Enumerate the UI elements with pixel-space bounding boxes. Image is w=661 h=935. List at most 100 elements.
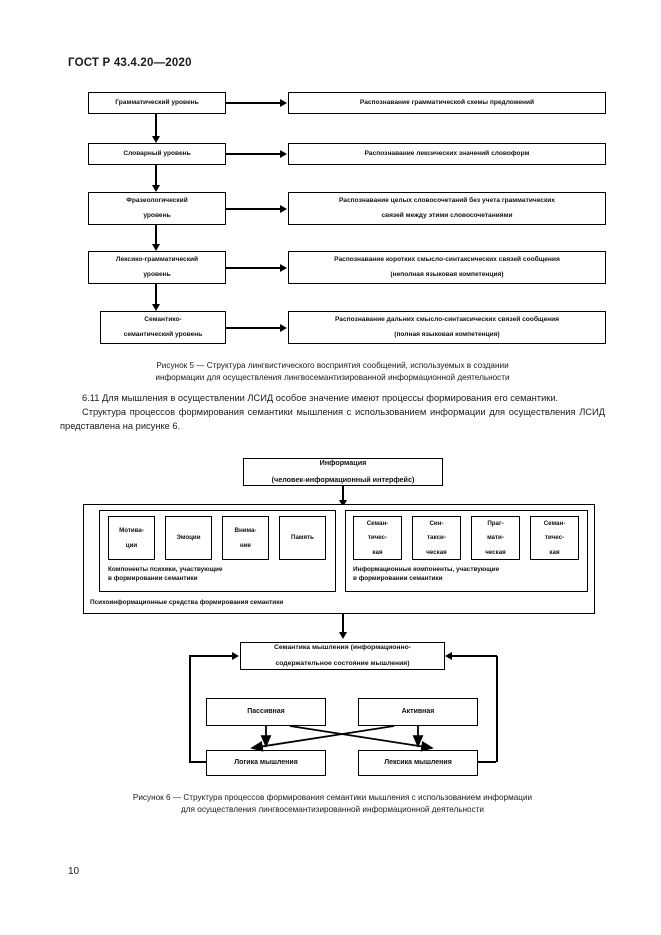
semantics-line-2: содержательное состояние мышления) bbox=[275, 660, 410, 667]
semantics-line-1: Семантика мышления (информационно- bbox=[273, 643, 412, 651]
psyche-group-caption: Компоненты психики, участвующие в формир… bbox=[108, 566, 328, 583]
connector-h-1 bbox=[226, 102, 281, 104]
feedback-left-hline-bottom bbox=[189, 761, 209, 763]
level-box-grammatical: Грамматический уровень bbox=[88, 92, 226, 114]
paragraph-line-2: семантики. bbox=[510, 393, 559, 403]
result-box-lexico-grammatical: Распознавание коротких смысло-синтаксиче… bbox=[288, 251, 606, 284]
connector-v-2 bbox=[155, 165, 157, 187]
arrow-down-1 bbox=[152, 136, 160, 143]
connector-h-5 bbox=[226, 327, 281, 329]
arrow-down-3 bbox=[152, 244, 160, 251]
arrow-into-semantics-left bbox=[232, 652, 239, 660]
result-box-vocabulary: Распознавание лексических значений слово… bbox=[288, 143, 606, 165]
item-line-1: Мотива- bbox=[119, 527, 144, 535]
feedback-right-hline-bottom bbox=[476, 761, 496, 763]
item-line-1: Память bbox=[291, 534, 314, 542]
label-line-2: уровень bbox=[143, 212, 171, 220]
connector-v-3 bbox=[155, 225, 157, 246]
item-line-1: Семан- bbox=[543, 519, 566, 527]
output-label: Лексика мышления bbox=[384, 758, 452, 766]
connector-frame-down bbox=[342, 614, 344, 634]
feedback-left-hline-top bbox=[189, 655, 237, 657]
label-line-1: Семантико- bbox=[144, 315, 182, 323]
arrow-right-5 bbox=[280, 324, 287, 332]
label-line-2: семантический уровень bbox=[123, 331, 203, 339]
figure-5-diagram: Грамматический уровень Распознавание гра… bbox=[0, 0, 661, 355]
paragraph-line-1: 6.11 Для мышления в осуществлении ЛСИД о… bbox=[82, 393, 508, 403]
info-line-1: Информация bbox=[319, 458, 367, 468]
result-box-grammatical: Распознавание грамматической схемы предл… bbox=[288, 92, 606, 114]
connector-info-down bbox=[342, 486, 344, 502]
info-item-semantic: Семан- тичес- кая bbox=[353, 516, 402, 560]
result-line-1: Распознавание коротких смысло-синтаксиче… bbox=[334, 255, 560, 263]
item-line-1: Эмоции bbox=[176, 534, 201, 542]
item-line-2: мати- bbox=[487, 534, 504, 542]
psychoinformation-frame-label: Психоинформационные средства формировани… bbox=[90, 599, 520, 608]
state-label: Активная bbox=[401, 707, 435, 715]
item-line-2: тичес- bbox=[544, 534, 565, 542]
item-line-3: ческая bbox=[426, 548, 447, 556]
arrow-right-1 bbox=[280, 99, 287, 107]
output-box-lexis: Лексика мышления bbox=[358, 750, 478, 776]
paragraph-structure: Структура процессов формирования семанти… bbox=[60, 406, 605, 434]
result-box-semantic: Распознавание дальних смысло-синтаксичес… bbox=[288, 311, 606, 344]
arrow-passive-to-lexis bbox=[289, 725, 434, 752]
item-line-1: Внима- bbox=[234, 527, 257, 535]
result-line-1: Распознавание целых словосочетаний без у… bbox=[339, 196, 555, 204]
caption-line-1: Рисунок 5 — Структура лингвистического в… bbox=[156, 361, 509, 370]
caption-line-1: Рисунок 6 — Структура процессов формиров… bbox=[132, 793, 533, 802]
label-line-1: Лексико-грамматический bbox=[115, 255, 199, 263]
crossing-arrows-group bbox=[250, 725, 434, 752]
state-box-passive: Пассивная bbox=[206, 698, 326, 726]
feedback-right-vline bbox=[496, 656, 498, 762]
info-item-syntactic: Син- такси- ческая bbox=[412, 516, 461, 560]
label-line-2: уровень bbox=[143, 271, 171, 279]
connector-h-4 bbox=[226, 267, 281, 269]
caption-line-1: Информационные компоненты, участвующие bbox=[353, 566, 500, 573]
psyche-item-memory: Память bbox=[279, 516, 326, 560]
state-box-active: Активная bbox=[358, 698, 478, 726]
state-label: Пассивная bbox=[247, 707, 285, 715]
connector-h-2 bbox=[226, 153, 281, 155]
caption-line-2: для осуществления лингвосемантизированно… bbox=[181, 804, 484, 814]
item-line-1: Праг- bbox=[487, 519, 504, 527]
result-line-1: Распознавание дальних смысло-синтаксичес… bbox=[334, 315, 560, 323]
arrow-right-4 bbox=[280, 264, 287, 272]
output-label: Логика мышления bbox=[234, 758, 298, 766]
arrow-down-semantics bbox=[339, 632, 347, 639]
output-box-logic: Логика мышления bbox=[206, 750, 326, 776]
result-line-2: (полная языковая компетенция) bbox=[394, 331, 500, 339]
arrow-down-4 bbox=[152, 304, 160, 311]
caption-line-2: в формировании семантики bbox=[108, 574, 198, 582]
arrow-right-3 bbox=[280, 205, 287, 213]
caption-line-1: Компоненты психики, участвующие bbox=[108, 566, 223, 573]
item-line-1: Син- bbox=[429, 519, 444, 527]
item-line-2: ции bbox=[125, 541, 138, 549]
psyche-item-motivation: Мотива- ции bbox=[108, 516, 155, 560]
figure-6-diagram: Информация (человек-информационный интер… bbox=[0, 446, 661, 791]
feedback-right-hline-top bbox=[449, 655, 497, 657]
information-box: Информация (человек-информационный интер… bbox=[243, 458, 443, 486]
paragraph-line-2: осуществления ЛСИД представлена на рисун… bbox=[60, 406, 605, 431]
item-line-3: кая bbox=[549, 548, 560, 556]
info-item-pragmatic: Праг- мати- ческая bbox=[471, 516, 520, 560]
item-line-3: кая bbox=[372, 548, 383, 556]
item-line-3: ческая bbox=[485, 548, 506, 556]
page-number: 10 bbox=[68, 866, 80, 877]
arrow-active-to-logic bbox=[250, 725, 395, 752]
feedback-left-vline bbox=[189, 656, 191, 762]
info-group-caption: Информационные компоненты, участвующие в… bbox=[353, 566, 585, 583]
connector-h-3 bbox=[226, 208, 281, 210]
level-box-lexico-grammatical: Лексико-грамматический уровень bbox=[88, 251, 226, 284]
caption-line-2: в формировании семантики bbox=[353, 574, 443, 582]
item-line-2: тичес- bbox=[367, 534, 388, 542]
psyche-item-attention: Внима- ние bbox=[222, 516, 269, 560]
level-box-semantic: Семантико- семантический уровень bbox=[100, 311, 226, 344]
body-paragraphs: 6.11 Для мышления в осуществлении ЛСИД о… bbox=[60, 392, 605, 434]
standard-header: ГОСТ Р 43.4.20—2020 bbox=[68, 57, 192, 69]
connector-v-1 bbox=[155, 114, 157, 138]
arrow-down-2 bbox=[152, 185, 160, 192]
info-line-2: (человек-информационный интерфейс) bbox=[271, 475, 415, 485]
frame-label-text: Психоинформационные средства формировани… bbox=[90, 599, 284, 606]
